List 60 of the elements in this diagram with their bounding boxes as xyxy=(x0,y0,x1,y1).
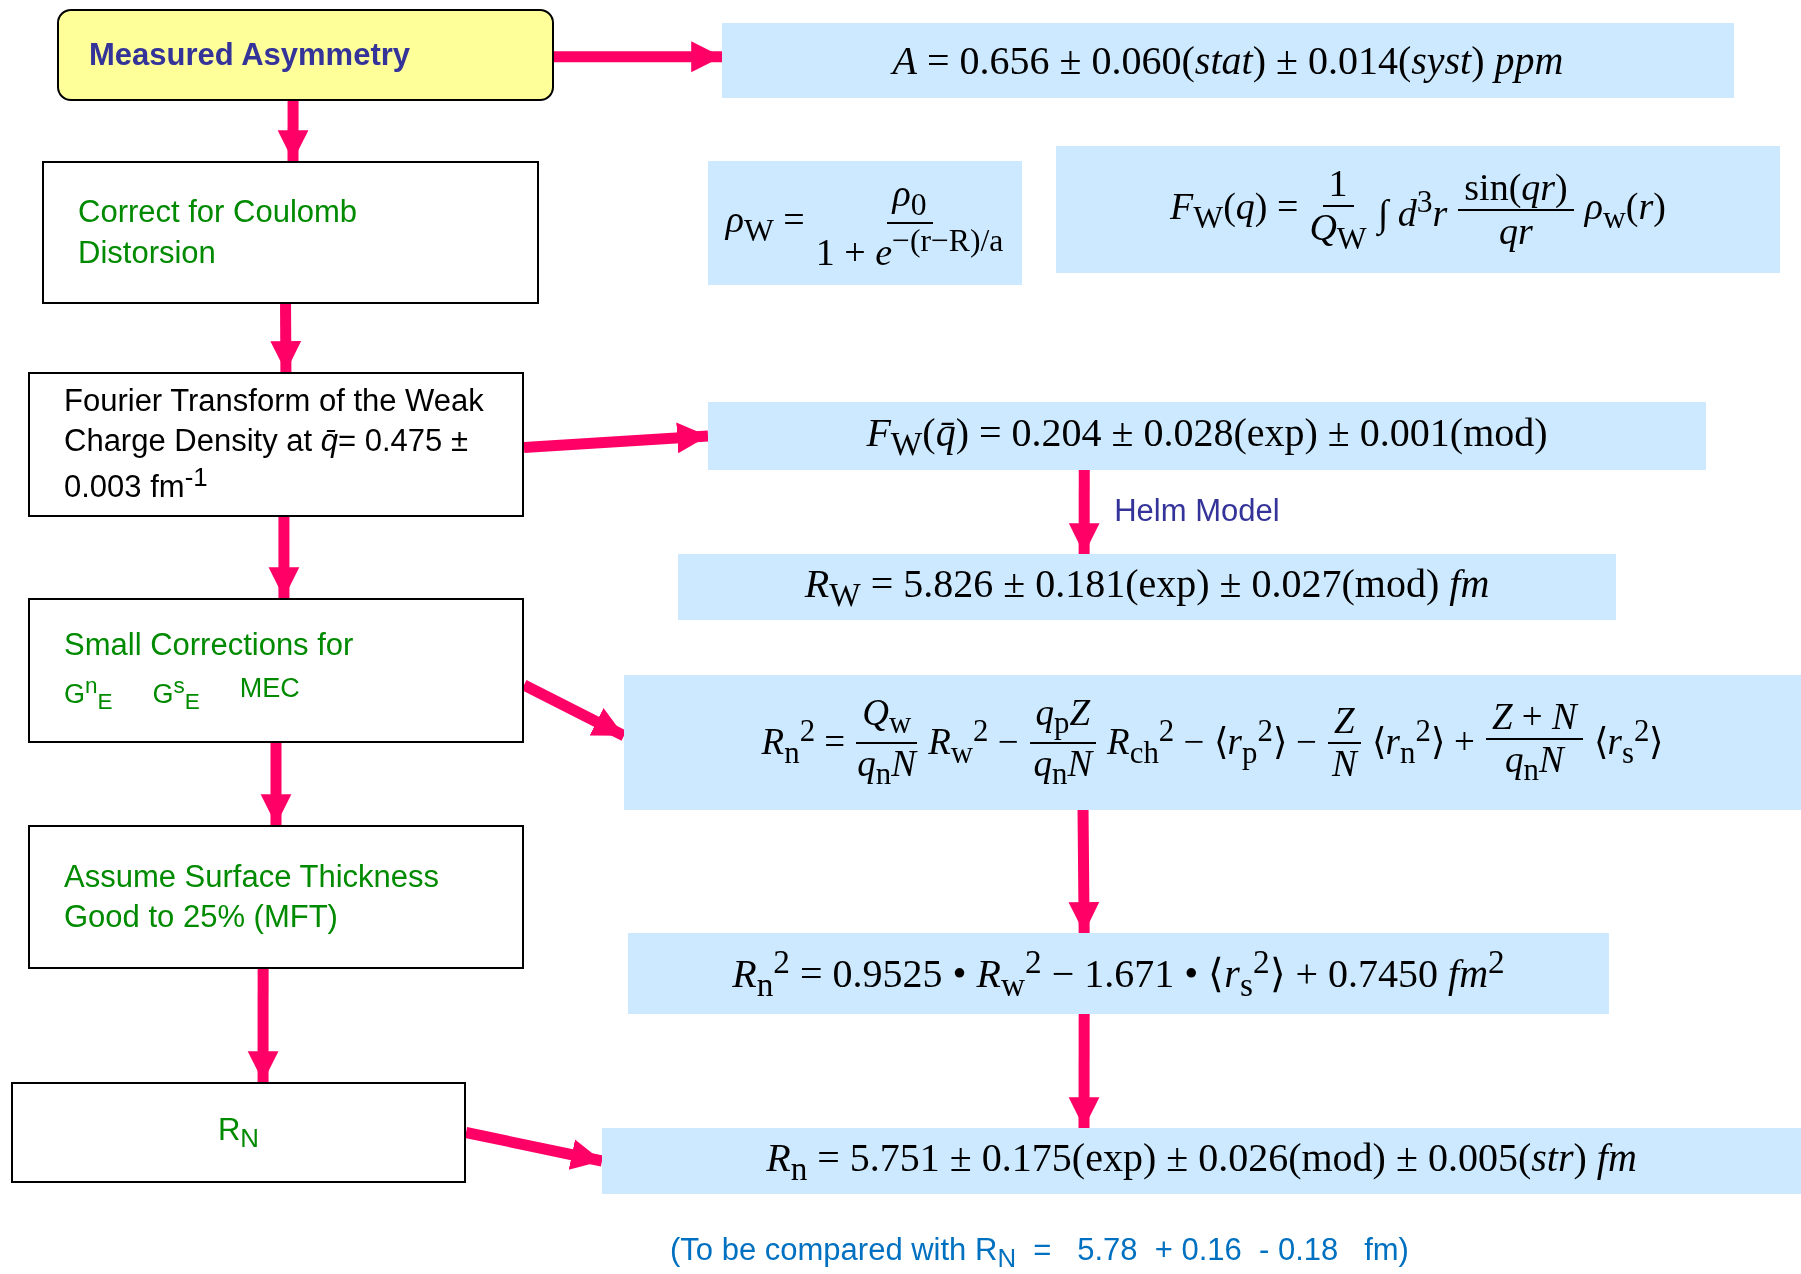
process-box xyxy=(42,161,539,304)
step-label: Small Corrections for xyxy=(64,625,355,664)
step-label: Correct for Coulomb Distorsion xyxy=(78,193,359,272)
equation-panel xyxy=(1056,146,1780,273)
equation-text: R$_{W}$ = 5.826 ± 0.181(exp) ± 0.027(mod) fm xyxy=(804,560,1490,614)
equation-text: R$_{ch}$$^{2}$ − ⟨r$_{p}$$^{2}$⟩ − xyxy=(1107,714,1317,771)
fraction-denominator: N xyxy=(1331,743,1357,785)
fraction-numerator: Z xyxy=(1328,700,1361,744)
process-box xyxy=(28,372,524,517)
arrow xyxy=(268,517,300,598)
equation-text: R$_{n}$$^{2}$ = xyxy=(761,714,846,771)
fraction-denominator: qr xyxy=(1499,210,1533,253)
step-label: R$_{N}$ xyxy=(217,1110,259,1154)
equation-text: R$_{w}$$^{2}$ − xyxy=(928,714,1019,771)
symbol-label: MEC xyxy=(239,671,300,705)
note-text: (To be compared with R$_{N}$ = 5.78 + 0.16 - 0.18 fm) xyxy=(670,1232,1409,1274)
fraction-denominator: q$_{n}$N xyxy=(1033,743,1093,792)
equation-text: F$_{W}$(q) = xyxy=(1170,183,1299,236)
fraction-numerator: sin(qr) xyxy=(1458,166,1574,211)
equation-text: ⟨r$_{n}$$^{2}$⟩ + xyxy=(1371,714,1475,771)
equation-text: ρ$_{w}$(r) xyxy=(1584,183,1666,236)
equation-text: ∫ d$^{3}$r xyxy=(1377,184,1448,235)
equation-text: ρ$_{W}$ = xyxy=(725,197,805,249)
arrow xyxy=(277,101,309,161)
equation-panel xyxy=(722,23,1734,98)
equation-panel xyxy=(602,1128,1801,1194)
arrow xyxy=(523,422,709,454)
fraction-denominator: Q$_{W}$ xyxy=(1309,206,1367,257)
step-label: Assume Surface Thickness Good to 25% (MFT) xyxy=(64,857,441,936)
highlight-box xyxy=(57,9,554,101)
arrow xyxy=(247,969,279,1082)
arrow xyxy=(554,41,722,73)
step-label: Measured Asymmetry xyxy=(89,35,412,74)
equation-text: F$_{W}$(q̄) = 0.204 ± 0.028(exp) ± 0.001(mod) xyxy=(866,409,1548,463)
equation-text: R$_{n}$ = 5.751 ± 0.175(exp) ± 0.026(mod) ± 0.005(str) fm xyxy=(766,1134,1637,1188)
process-box xyxy=(11,1082,466,1183)
process-box xyxy=(28,598,524,743)
equation-panel xyxy=(708,402,1706,470)
arrow xyxy=(1068,809,1100,934)
fraction-numerator: q$_{p}$Z xyxy=(1029,693,1097,744)
equation-text: A = 0.656 ± 0.060(stat) ± 0.014(syst) ppm xyxy=(892,37,1564,84)
equation-text: ⟨r$_{s}$$^{2}$⟩ xyxy=(1593,714,1664,771)
process-box xyxy=(28,825,524,969)
fraction-denominator: q$_{n}$N xyxy=(857,743,916,792)
arrow xyxy=(1068,470,1100,554)
arrow xyxy=(260,743,292,825)
fraction-denominator: q$_{n}$N xyxy=(1504,739,1564,788)
equation-panel xyxy=(628,933,1609,1014)
equation-panel xyxy=(624,675,1801,810)
arrow xyxy=(1068,1014,1100,1128)
fraction-numerator: Q$_{w}$ xyxy=(856,693,918,744)
equation-panel xyxy=(708,161,1022,285)
arrow xyxy=(270,303,302,373)
equation-text: R$_{n}$$^{2}$ = 0.9525 • R$_{w}$$^{2}$ − 1.671 • ⟨r$_{s}$$^{2}$⟩ + 0.7450 fm$^{2}$ xyxy=(732,942,1505,1005)
fraction-numerator: ρ$_{0}$ xyxy=(886,172,933,224)
fraction-numerator: Z + N xyxy=(1485,697,1583,740)
fraction-denominator: 1 + e$^{−(r−R)/a}$ xyxy=(815,224,1004,274)
equation-panel xyxy=(678,554,1616,620)
fraction-numerator: 1 xyxy=(1322,162,1354,207)
step-label: Fourier Transform of the Weak Charge Density at q̄= 0.475 ± 0.003 fm$^{-1}$ xyxy=(64,381,485,507)
